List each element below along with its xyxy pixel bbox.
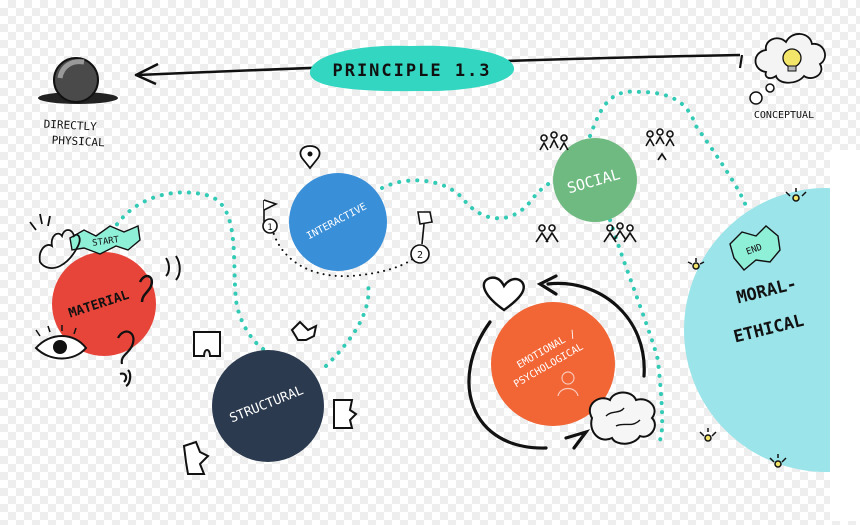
- emotion-cycle-arrows: [467, 274, 646, 450]
- node-interactive: INTERACTIVE: [289, 173, 387, 271]
- journey-path: [110, 89, 748, 442]
- puzzle-piece-icon: [182, 320, 358, 475]
- brain-icon: [589, 391, 656, 445]
- people-group-icon: [535, 128, 675, 243]
- location-pin-icon: [299, 145, 321, 170]
- node-material: MATERIAL: [52, 252, 156, 356]
- flag-icon: [262, 199, 433, 264]
- node-social: SOCIAL: [553, 138, 637, 222]
- sphere-icon: [38, 57, 118, 104]
- page-title: PRINCIPLE 1.3: [332, 61, 491, 81]
- node-emotional: EMOTIONAL / PSYCHOLOGICAL: [491, 302, 615, 426]
- directly-label: DIRECTLY: [43, 118, 97, 134]
- node-structural: STRUCTURAL: [212, 350, 324, 462]
- step-marker-1: 1: [267, 223, 272, 233]
- conceptual-label: CONCEPTUAL: [754, 110, 814, 121]
- start-label: START: [92, 235, 121, 249]
- heart-icon: [482, 276, 525, 312]
- physical-label: PHYSICAL: [51, 134, 105, 150]
- person-thinking-icon: [557, 371, 579, 397]
- vibration-marks: [165, 255, 181, 281]
- title-badge: PRINCIPLE 1.3: [309, 45, 515, 92]
- end-tag: END: [729, 225, 781, 271]
- step-marker-2: 2: [417, 250, 423, 261]
- cloud-lightbulb-icon: [749, 33, 826, 105]
- eye-icon: [34, 325, 88, 360]
- node-moral-ethical: MORAL- ETHICAL: [684, 150, 860, 521]
- sparkle-marks: [687, 188, 807, 468]
- hand-icon: [29, 213, 81, 269]
- start-tag: START: [69, 224, 141, 255]
- ear-icon: [117, 330, 135, 387]
